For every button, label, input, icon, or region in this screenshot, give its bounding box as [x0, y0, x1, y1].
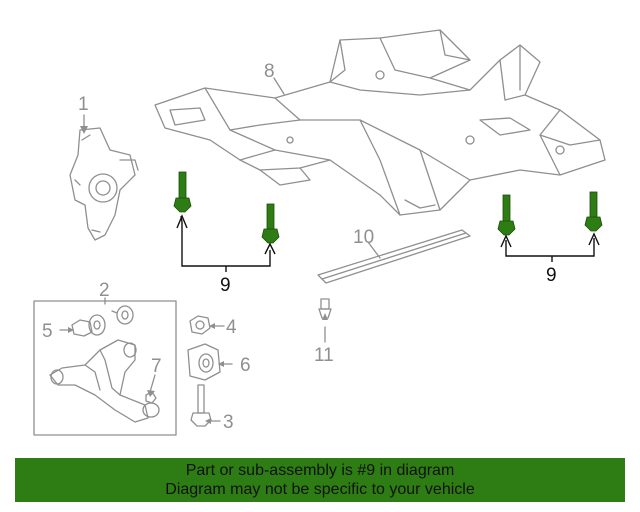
bushing-upper — [111, 305, 134, 325]
callout-1: 1 — [78, 94, 89, 115]
bolts-part-9 — [173, 171, 603, 244]
knuckle-part-1 — [69, 127, 139, 241]
callout-11: 11 — [314, 345, 334, 366]
callout-3: 3 — [223, 412, 234, 433]
lower-control-arm — [49, 339, 149, 423]
callout-5: 5 — [42, 321, 53, 342]
bolt-9-a — [173, 171, 192, 213]
subframe-part-8 — [154, 29, 606, 216]
bolt-9-brackets — [176, 214, 600, 272]
callout-10: 10 — [353, 227, 374, 248]
callout-9-left: 9 — [220, 275, 231, 296]
callout-6: 6 — [240, 355, 251, 376]
callout-4: 4 — [226, 317, 237, 338]
stud-part-11 — [318, 298, 332, 319]
bolt-9-b — [261, 203, 280, 244]
banner-line-2: Diagram may not be specific to your vehi… — [165, 481, 475, 498]
callout-7: 7 — [151, 356, 162, 377]
nut-part-4 — [189, 315, 211, 335]
bolt-9-d — [584, 191, 603, 232]
brace-part-10 — [317, 229, 471, 284]
callout-9-right: 9 — [546, 265, 557, 286]
bolt-part-3 — [190, 384, 212, 427]
banner-line-1: Part or sub-assembly is #9 in diagram — [185, 462, 455, 479]
bolt-9-c — [497, 194, 516, 236]
callout-8: 8 — [264, 61, 275, 82]
bushing-part-6 — [187, 343, 221, 381]
bushing-part-5 — [71, 314, 106, 337]
callout-2: 2 — [99, 280, 110, 301]
info-banner: Part or sub-assembly is #9 in diagram Di… — [15, 458, 625, 502]
leader-arrowheads — [68, 126, 328, 424]
